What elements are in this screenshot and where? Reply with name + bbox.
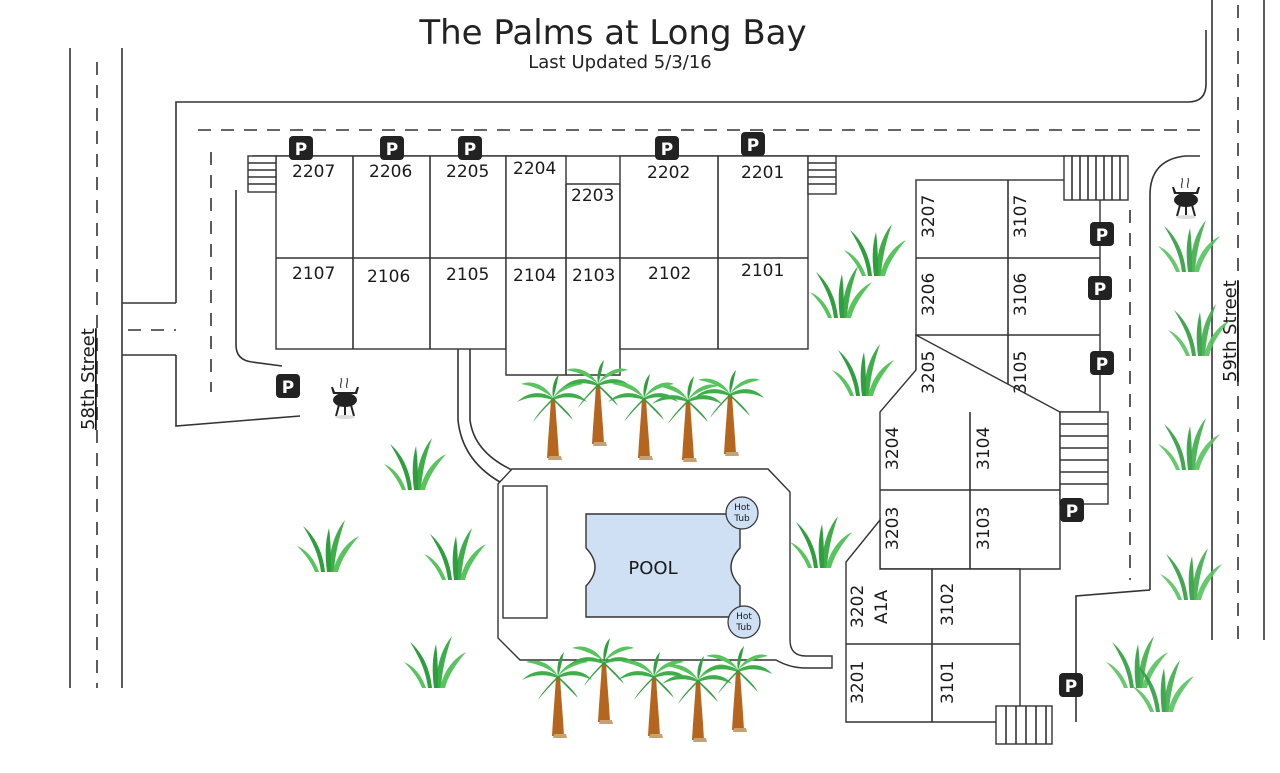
unit-3102: 3102: [938, 583, 958, 626]
unit-2202: 2202: [647, 163, 690, 183]
parking-sign-icon: P: [276, 374, 300, 398]
unit-3101: 3101: [938, 661, 958, 704]
svg-text:P: P: [1065, 677, 1077, 697]
svg-text:P: P: [1096, 226, 1108, 246]
building-3: 3207 3107 3206 3106 3205 3105 3204 3104 …: [845, 155, 1129, 745]
grass-icon: [404, 636, 466, 688]
unit-2107: 2107: [292, 264, 335, 284]
street-label-59th: 59th Street: [1220, 280, 1241, 382]
stairs-left: [247, 155, 277, 193]
stairs-middle: [1059, 411, 1109, 505]
unit-2104: 2104: [513, 266, 556, 286]
building-2: 2207 2206 2205 2204 2203 2202 2201 2107 …: [247, 155, 837, 376]
walkway: [457, 349, 513, 483]
parking-sign-icon: P: [655, 136, 679, 160]
palm-tree-icon: [694, 370, 764, 456]
stairs-right: [807, 155, 837, 195]
svg-text:P: P: [1094, 280, 1106, 300]
unit-2103: 2103: [572, 266, 615, 286]
hot-tub-bottom: Hot Tub: [727, 605, 761, 639]
unit-A1A: A1A: [872, 590, 892, 624]
grass-icon: [424, 528, 486, 580]
grill-icon: [330, 377, 360, 420]
svg-text:P: P: [1066, 502, 1078, 522]
unit-3205: 3205: [919, 351, 939, 394]
unit-2206: 2206: [369, 162, 412, 182]
unit-3207: 3207: [919, 195, 939, 238]
unit-2205: 2205: [446, 162, 489, 182]
unit-2203: 2203: [571, 186, 614, 206]
unit-2101: 2101: [741, 261, 784, 281]
palm-tree-icon: [522, 652, 592, 738]
pool-label: POOL: [628, 558, 677, 579]
street-label-58th: 58th Street: [78, 328, 99, 430]
hot-tub-top: Hot Tub: [725, 496, 759, 530]
unit-2201: 2201: [741, 163, 784, 183]
svg-text:P: P: [282, 378, 294, 398]
parking-sign-icon: P: [1059, 673, 1083, 697]
unit-3106: 3106: [1011, 273, 1031, 316]
svg-text:Tub: Tub: [733, 514, 750, 524]
palm-tree-icon: [517, 374, 587, 460]
grass-icon: [297, 520, 359, 572]
svg-text:Hot: Hot: [734, 503, 750, 513]
svg-text:Tub: Tub: [735, 623, 752, 633]
grass-icon: [1158, 418, 1220, 470]
parking-sign-icon: P: [1090, 351, 1114, 375]
svg-text:P: P: [747, 136, 759, 156]
palm-tree-icon: [652, 376, 722, 462]
parking-sign-icon: P: [741, 132, 765, 156]
parking-sign-icon: P: [1060, 498, 1084, 522]
unit-3104: 3104: [974, 427, 994, 470]
map-title: The Palms at Long Bay: [418, 13, 806, 53]
unit-2207: 2207: [292, 162, 335, 182]
unit-3204: 3204: [883, 427, 903, 470]
grass-icon: [384, 438, 446, 490]
parking-sign-icon: P: [289, 136, 313, 160]
street-58th: 58th Street: [69, 48, 123, 688]
parking-sign-icon: P: [380, 136, 404, 160]
unit-2204: 2204: [513, 159, 556, 179]
unit-3202: 3202: [848, 585, 868, 628]
unit-2102: 2102: [648, 264, 691, 284]
pool-area: POOL Hot Tub Hot Tub: [497, 468, 833, 669]
svg-text:P: P: [1096, 355, 1108, 375]
map-subtitle: Last Updated 5/3/16: [528, 52, 712, 73]
svg-text:P: P: [386, 140, 398, 160]
grass-icon: [790, 516, 852, 568]
svg-text:Hot: Hot: [736, 612, 752, 622]
grill-icon: [1171, 177, 1201, 220]
unit-3201: 3201: [848, 661, 868, 704]
stairs-bottom: [995, 705, 1053, 745]
unit-3105: 3105: [1011, 351, 1031, 394]
grass-icon: [1158, 220, 1220, 272]
svg-text:P: P: [295, 140, 307, 160]
unit-3206: 3206: [919, 273, 939, 316]
driveway-58th: [122, 302, 176, 356]
unit-3203: 3203: [883, 507, 903, 550]
grass-icon: [844, 224, 906, 276]
unit-2105: 2105: [446, 265, 489, 285]
parking-sign-icon: P: [458, 136, 482, 160]
grass-icon: [1106, 636, 1168, 688]
unit-2106: 2106: [367, 267, 410, 287]
svg-text:P: P: [464, 140, 476, 160]
street-59th: 59th Street: [1211, 0, 1265, 640]
parking-sign-icon: P: [1090, 222, 1114, 246]
svg-text:P: P: [661, 140, 673, 160]
parking-sign-icon: P: [1088, 276, 1112, 300]
grass-icon: [832, 344, 894, 396]
stairs-top-right: [1063, 155, 1129, 201]
unit-3103: 3103: [974, 507, 994, 550]
unit-3107: 3107: [1011, 195, 1031, 238]
